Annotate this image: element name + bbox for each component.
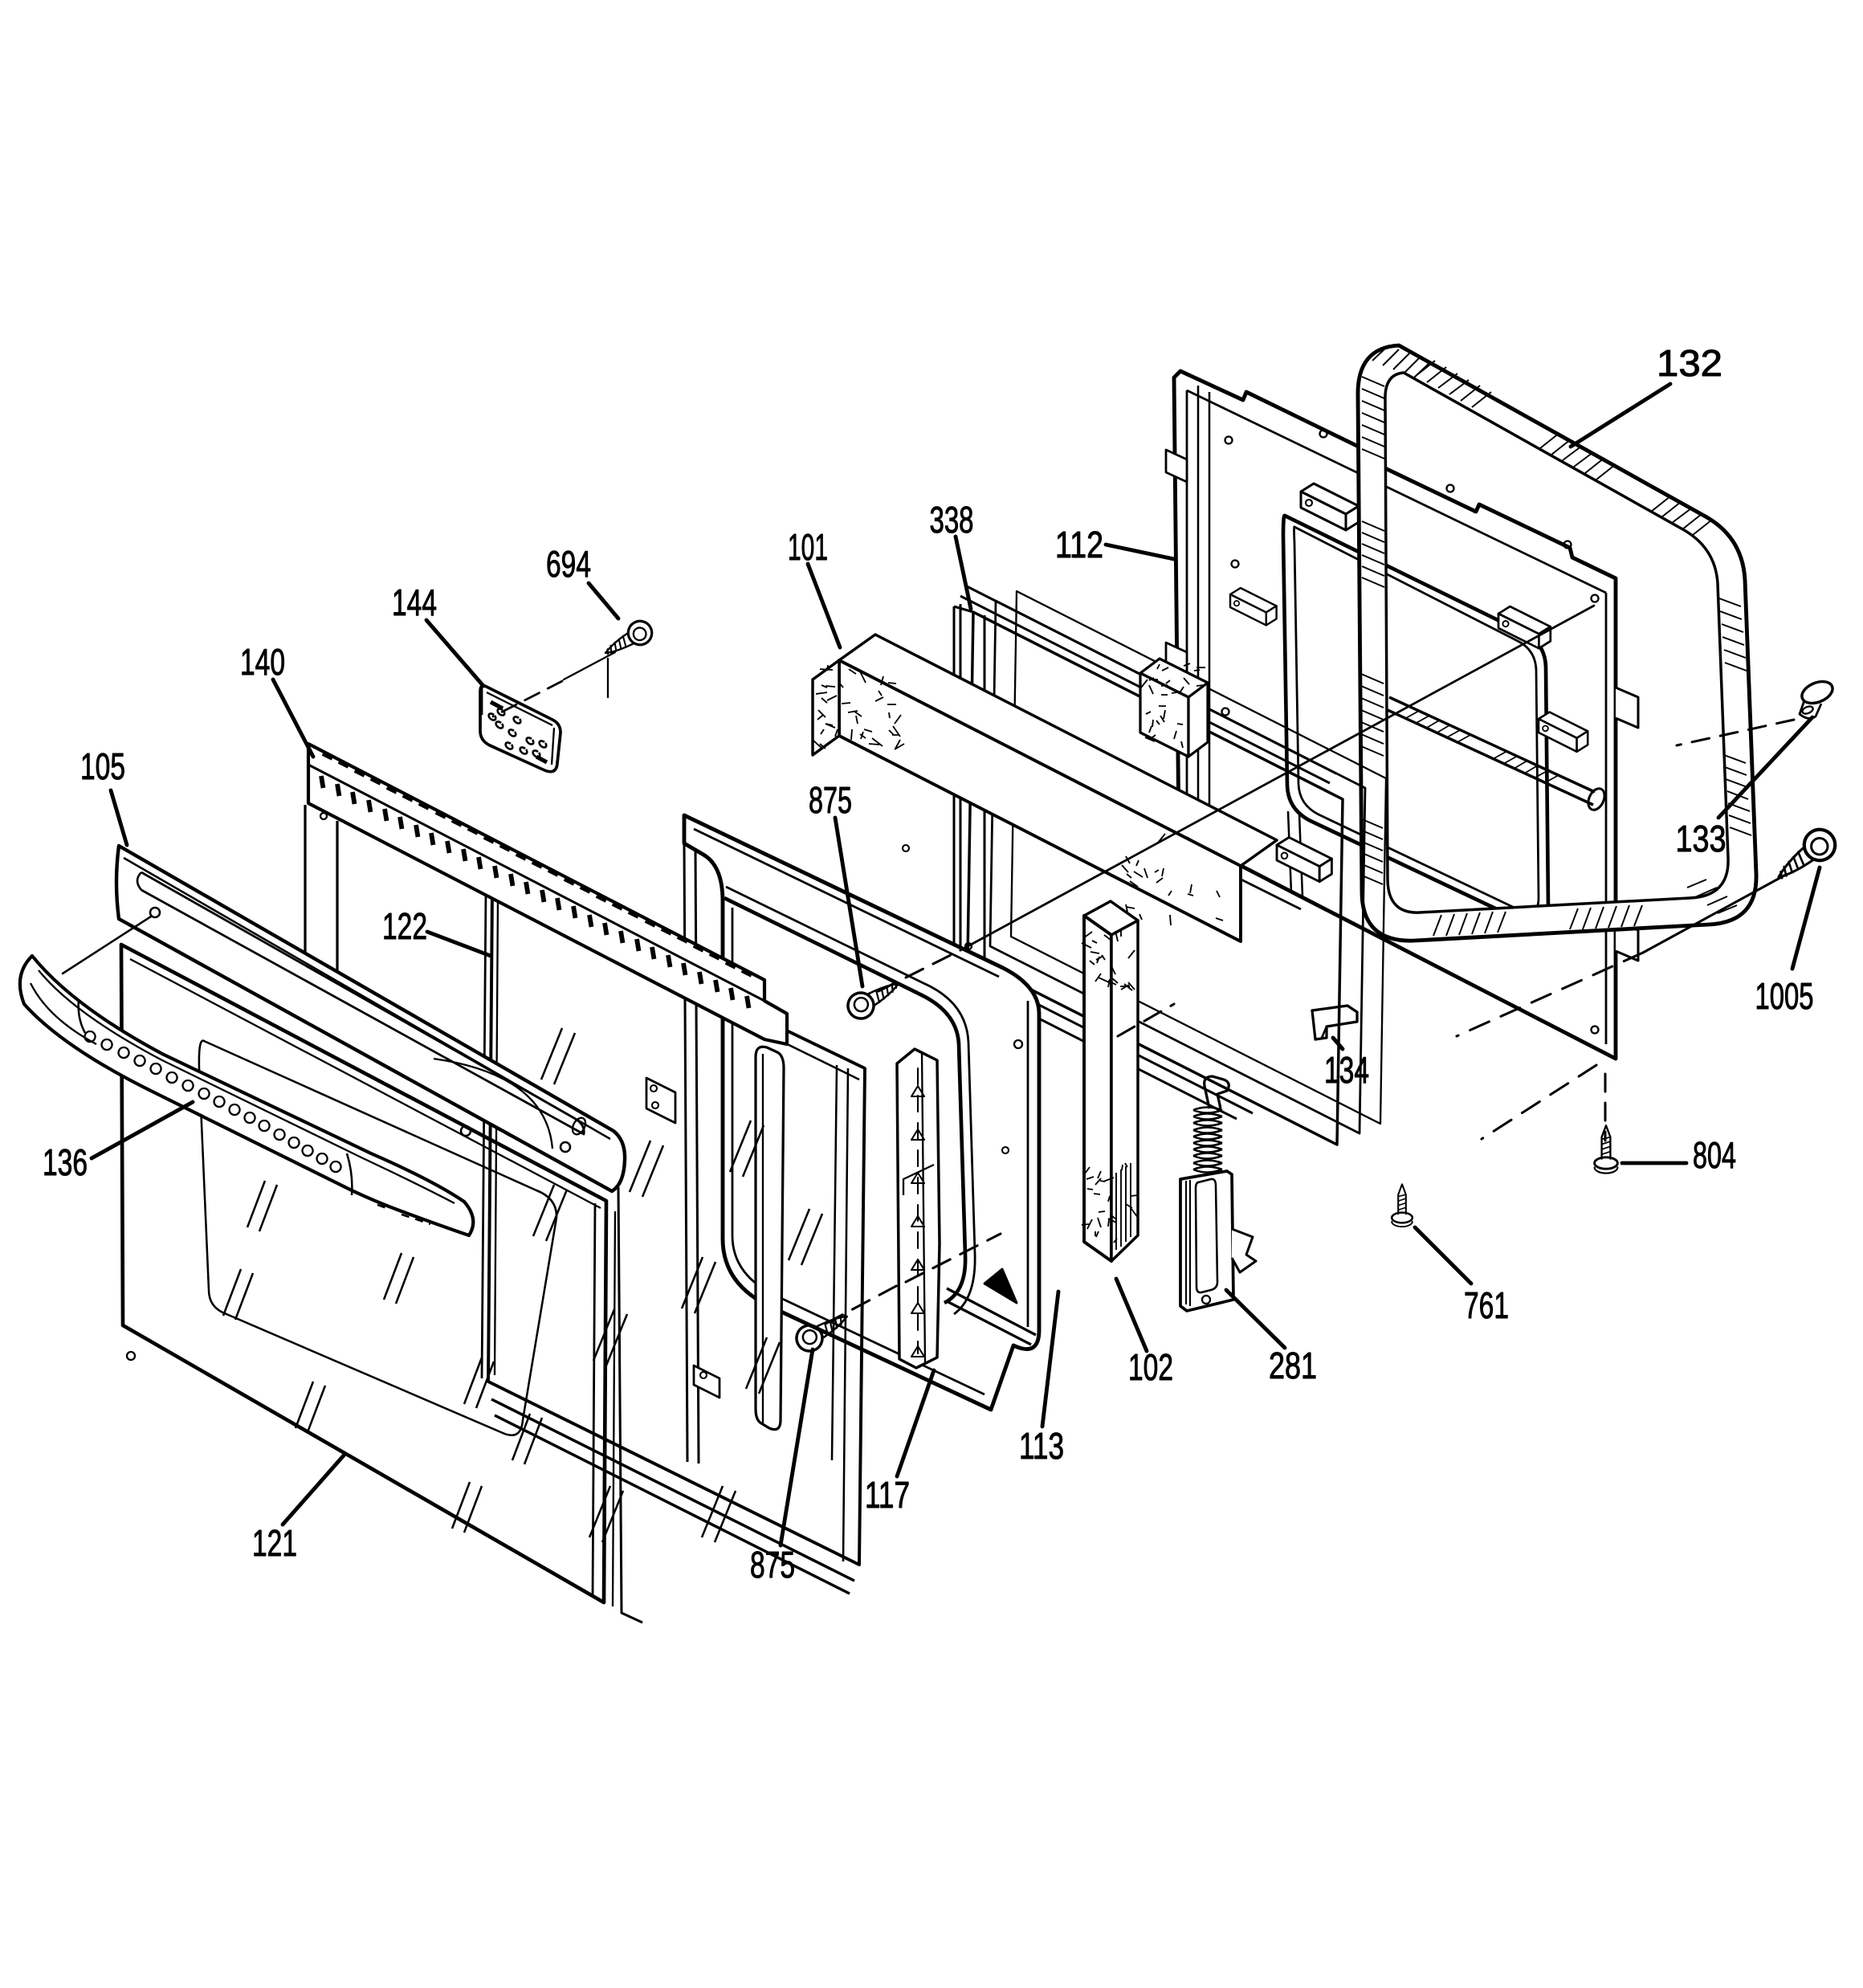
svg-text:804: 804 (1693, 1134, 1736, 1176)
svg-text:694: 694 (546, 543, 591, 585)
svg-text:134: 134 (1324, 1049, 1369, 1091)
svg-text:1005: 1005 (1755, 975, 1814, 1017)
svg-text:122: 122 (382, 905, 427, 947)
svg-text:133: 133 (1676, 818, 1726, 859)
svg-text:113: 113 (1019, 1425, 1064, 1467)
svg-text:102: 102 (1128, 1346, 1173, 1388)
svg-text:132: 132 (1657, 342, 1722, 384)
svg-text:101: 101 (788, 526, 828, 568)
svg-text:136: 136 (43, 1141, 88, 1183)
svg-text:121: 121 (252, 1522, 297, 1564)
svg-text:112: 112 (1055, 524, 1103, 565)
svg-text:281: 281 (1269, 1345, 1317, 1386)
svg-text:761: 761 (1464, 1284, 1509, 1326)
svg-text:875: 875 (809, 779, 852, 821)
svg-text:144: 144 (392, 582, 437, 623)
svg-text:140: 140 (240, 641, 285, 683)
svg-text:875: 875 (750, 1544, 795, 1586)
svg-text:117: 117 (865, 1474, 910, 1516)
svg-text:105: 105 (80, 745, 125, 787)
svg-text:338: 338 (930, 499, 974, 541)
